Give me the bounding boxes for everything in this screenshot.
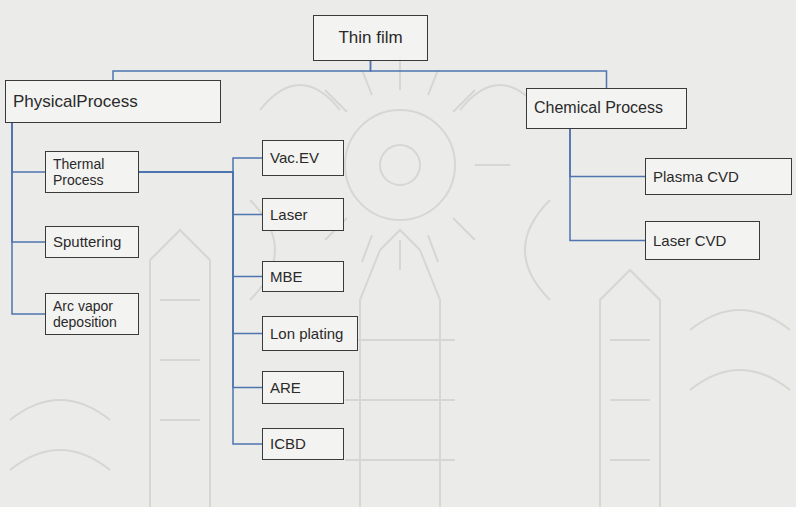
root-box: Thin film xyxy=(313,15,428,61)
node-label: Arc vapor deposition xyxy=(53,298,131,330)
node-label: PhysicalProcess xyxy=(13,92,138,112)
connector-line xyxy=(139,172,262,333)
connector-line xyxy=(570,129,645,241)
connector-line xyxy=(12,123,45,314)
method-box: Plasma CVD xyxy=(645,158,792,195)
subcategory-box: Arc vapor deposition xyxy=(45,293,139,335)
connector-line xyxy=(139,172,262,387)
method-box: Laser xyxy=(262,198,344,231)
connector-line xyxy=(12,123,45,172)
method-box: Lon plating xyxy=(262,316,358,351)
node-label: Thermal Process xyxy=(53,156,131,188)
node-label: Thin film xyxy=(338,28,402,48)
category-box: Chemical Process xyxy=(526,88,687,129)
node-label: MBE xyxy=(270,268,303,285)
node-label: Sputtering xyxy=(53,233,121,250)
connector-line xyxy=(139,172,262,444)
method-box: ICBD xyxy=(262,428,344,460)
connector-line xyxy=(139,172,262,214)
node-label: Laser CVD xyxy=(653,232,726,249)
node-label: ARE xyxy=(270,379,301,396)
node-label: Chemical Process xyxy=(534,99,663,117)
connector-line xyxy=(570,129,645,177)
connector-line xyxy=(113,61,371,80)
connector-line xyxy=(12,123,45,242)
connector-line xyxy=(371,61,607,88)
method-box: MBE xyxy=(262,261,344,292)
subcategory-box: Sputtering xyxy=(45,226,139,258)
category-box: PhysicalProcess xyxy=(5,80,221,123)
node-label: Plasma CVD xyxy=(653,168,739,185)
method-box: Laser CVD xyxy=(645,221,760,260)
node-label: ICBD xyxy=(270,435,306,452)
connector-line xyxy=(139,172,262,276)
subcategory-box: Thermal Process xyxy=(45,151,139,193)
node-label: Vac.EV xyxy=(270,149,319,166)
method-box: ARE xyxy=(262,371,344,404)
node-label: Lon plating xyxy=(270,325,343,342)
connector-line xyxy=(139,158,262,172)
node-label: Laser xyxy=(270,206,308,223)
method-box: Vac.EV xyxy=(262,140,344,176)
